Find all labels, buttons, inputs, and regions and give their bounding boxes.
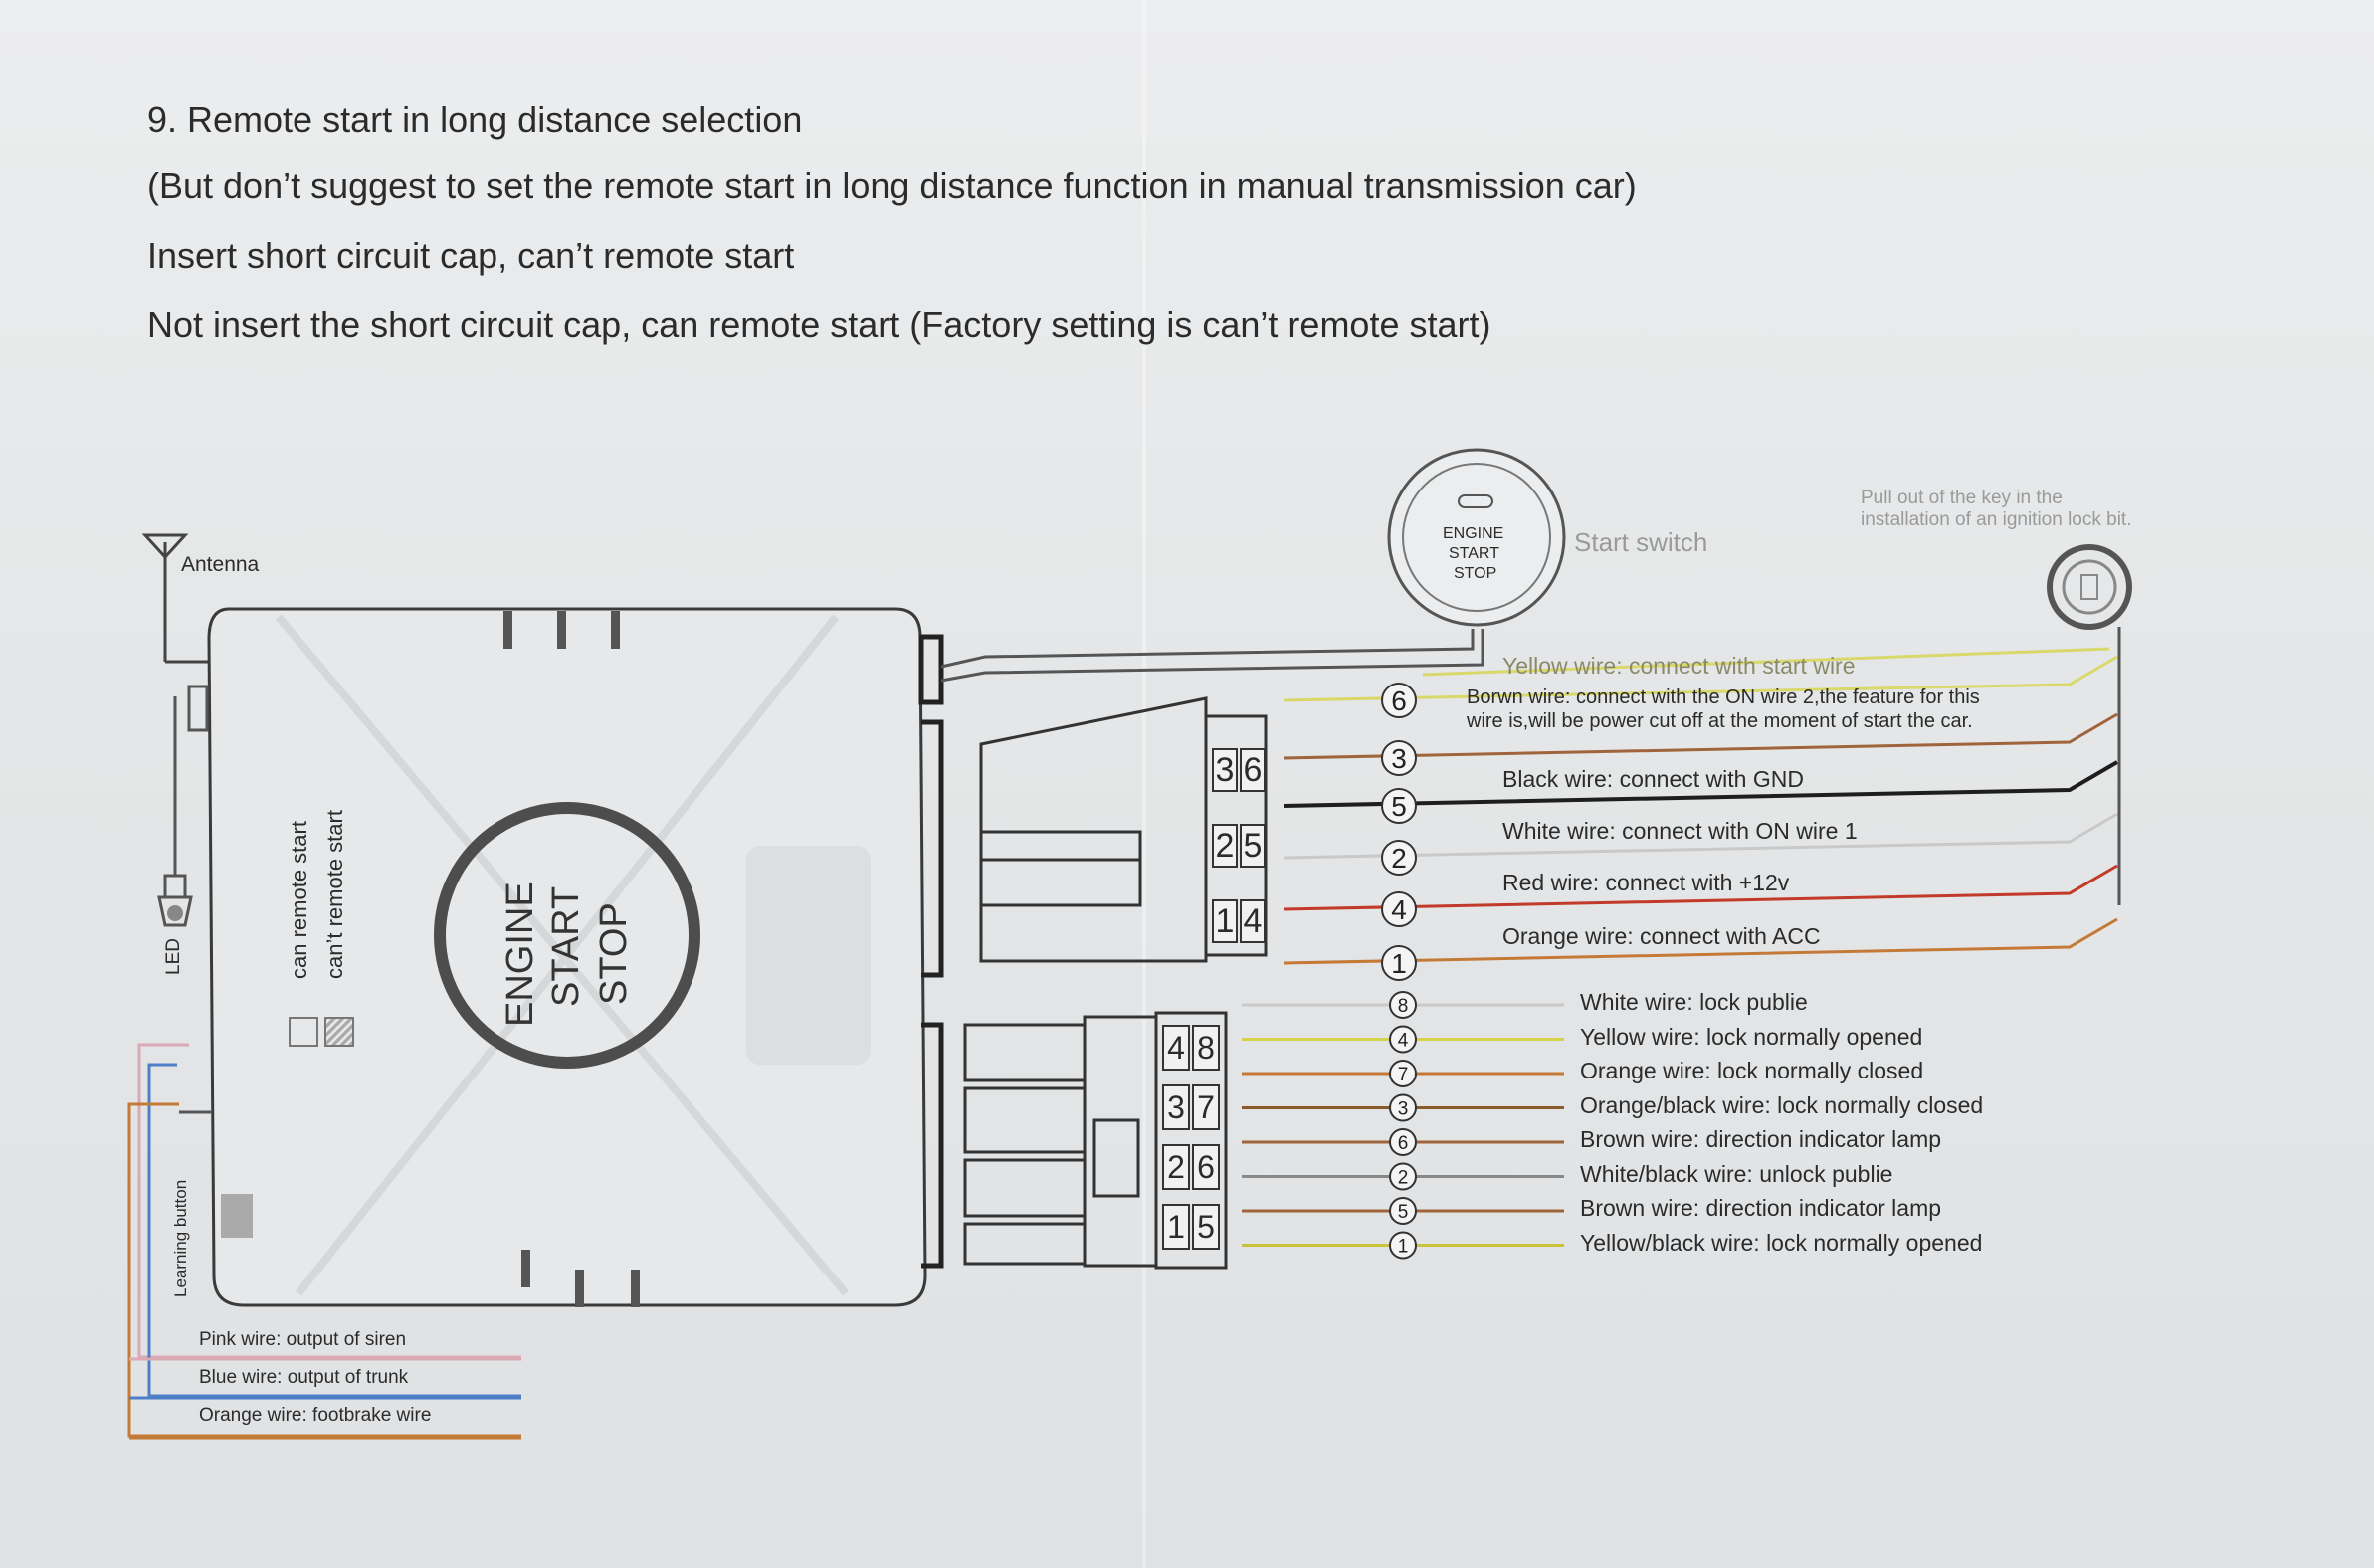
jumper-icon-closed [324, 1017, 354, 1047]
lower-pin-8: 8 [1192, 1025, 1220, 1071]
lower-wire-pin-circle-3 [1389, 1093, 1417, 1122]
lower-pin-2: 2 [1162, 1144, 1190, 1190]
upper-wire-pin-number-3: 3 [1391, 743, 1407, 774]
instruction-insert-cap: Insert short circuit cap, can’t remote s… [147, 235, 795, 276]
antenna-icon [141, 533, 213, 664]
bottom-wire-label-orange: Orange wire: footbrake wire [199, 1405, 432, 1426]
lower-wire-pin-number-3: 3 [1398, 1099, 1409, 1120]
upper-wire-1 [1283, 917, 2118, 965]
lower-wire-pin-circle-5 [1389, 1197, 1417, 1225]
upper-wire-label-6: Yellow wire: connect with start wire [1502, 653, 1856, 679]
upper-wire-label-3: Borwn wire: connect with the ON wire 2,t… [1467, 686, 1980, 708]
led-cable [157, 685, 209, 927]
upper-wire-pin-circle-3 [1381, 740, 1417, 776]
module-button-word-stop: STOP [593, 902, 635, 1005]
lower-wire-label-3: Orange/black wire: lock normally closed [1580, 1091, 1984, 1118]
lower-wire-pin-circle-2 [1389, 1162, 1417, 1191]
lower-wire-label-6: Brown wire: direction indicator lamp [1580, 1126, 1942, 1152]
upper-wire-label-1: Orange wire: connect with ACC [1502, 923, 1821, 949]
upper-wire-pin-circle-1 [1381, 945, 1417, 981]
upper-wire-pin-number-2: 2 [1391, 843, 1407, 874]
upper-wire-2 [1283, 812, 2118, 860]
lower-wire-label-8: White wire: lock publie [1580, 989, 1808, 1015]
lower-pin-1: 1 [1162, 1204, 1190, 1250]
lower-wire-pin-circle-6 [1389, 1128, 1417, 1156]
upper-pin-2: 2 [1212, 824, 1238, 868]
lower-wire-pin-circle-8 [1389, 991, 1417, 1019]
paper-fold-line [1142, 0, 1146, 1568]
learning-button-label: Learning button [171, 1179, 190, 1297]
module-button-word-engine: ENGINE [499, 882, 541, 1027]
lower-wire-pin-number-8: 8 [1398, 996, 1409, 1017]
lower-pin-6: 6 [1192, 1144, 1220, 1190]
upper-wire-pin-number-5: 5 [1391, 791, 1407, 822]
upper-wire-6 [1283, 655, 2118, 702]
lower-connector-plug [963, 1011, 1228, 1270]
upper-wire-pin-number-4: 4 [1391, 894, 1407, 925]
upper-pin-5: 5 [1240, 824, 1266, 868]
upper-wire-label-2: White wire: connect with ON wire 1 [1502, 818, 1858, 844]
upper-wire-label-4: Red wire: connect with +12v [1502, 870, 1790, 895]
upper-pin-3: 3 [1212, 748, 1238, 792]
instruction-no-cap: Not insert the short circuit cap, can re… [147, 304, 1491, 345]
lower-pin-7: 7 [1192, 1084, 1220, 1130]
antenna-label: Antenna [181, 553, 260, 576]
led-label: LED [163, 938, 184, 975]
upper-wire-pin-circle-6 [1381, 683, 1417, 718]
instruction-warning: (But don’t suggest to set the remote sta… [147, 165, 1637, 206]
lower-pin-4: 4 [1162, 1025, 1190, 1071]
bottom-wire-label-pink: Pink wire: output of siren [199, 1329, 407, 1350]
start-switch-inner [1402, 463, 1551, 612]
start-switch-word-stop: STOP [1454, 565, 1497, 582]
upper-wire-pin-number-1: 1 [1391, 948, 1407, 979]
ignition-note-line1: Pull out of the key in the [1861, 488, 2063, 508]
upper-wire-pin-circle-5 [1381, 788, 1417, 824]
engine-start-button-ring [434, 802, 700, 1069]
lower-wire-label-5: Brown wire: direction indicator lamp [1580, 1195, 1942, 1221]
start-switch-outer [1387, 448, 1566, 627]
can-remote-start-label: can remote start [287, 821, 311, 979]
upper-wire-label-3-line2: wire is,will be power cut off at the mom… [1467, 710, 1973, 732]
upper-wire-pin-number-6: 6 [1391, 686, 1407, 716]
lower-pin-5: 5 [1192, 1204, 1220, 1250]
lower-wire-label-4: Yellow wire: lock normally opened [1580, 1023, 1923, 1050]
jumper-icon-open [289, 1017, 318, 1047]
upper-pin-4: 4 [1240, 899, 1266, 943]
lower-wire-pin-number-2: 2 [1398, 1168, 1409, 1189]
lower-wire-pin-number-6: 6 [1398, 1133, 1409, 1154]
lower-wire-pin-number-5: 5 [1398, 1202, 1409, 1223]
lower-wire-pin-number-1: 1 [1398, 1237, 1409, 1258]
lower-wire-pin-circle-1 [1389, 1231, 1417, 1260]
section-title: 9. Remote start in long distance selecti… [147, 99, 803, 140]
learning-button-icon [221, 1194, 253, 1238]
upper-pin-1: 1 [1212, 899, 1238, 943]
lower-wire-label-2: White/black wire: unlock publie [1580, 1160, 1893, 1187]
lower-wire-label-7: Orange wire: lock normally closed [1580, 1058, 1924, 1083]
start-switch-word-engine: ENGINE [1443, 525, 1504, 542]
start-switch-word-start: START [1449, 545, 1499, 562]
upper-wire-pin-circle-4 [1381, 891, 1417, 927]
lower-wire-pin-number-4: 4 [1398, 1031, 1409, 1052]
upper-wire-5 [1283, 760, 2119, 808]
cant-remote-start-label: can’t remote start [322, 810, 347, 979]
lower-wire-pin-circle-7 [1389, 1060, 1417, 1087]
lower-wire-pin-number-7: 7 [1398, 1065, 1409, 1085]
start-switch-label: Start switch [1574, 527, 1708, 557]
upper-wire-label-5: Black wire: connect with GND [1502, 766, 1804, 792]
upper-connector-plug [979, 696, 1268, 963]
led-icon [167, 905, 183, 921]
upper-wire-3 [1283, 712, 2118, 760]
bottom-wire-label-blue: Blue wire: output of trunk [199, 1367, 409, 1388]
module-button-word-start: START [545, 885, 587, 1007]
lower-wire-pin-circle-4 [1389, 1025, 1417, 1054]
upper-pin-6: 6 [1240, 748, 1266, 792]
ignition-note-line2: installation of an ignition lock bit. [1861, 509, 2132, 530]
ignition-lock-icon [2047, 544, 2132, 630]
lower-pin-3: 3 [1162, 1084, 1190, 1130]
upper-wire-4 [1283, 864, 2118, 911]
upper-wire-pin-circle-2 [1381, 840, 1417, 876]
lower-wire-label-1: Yellow/black wire: lock normally opened [1580, 1229, 1983, 1256]
